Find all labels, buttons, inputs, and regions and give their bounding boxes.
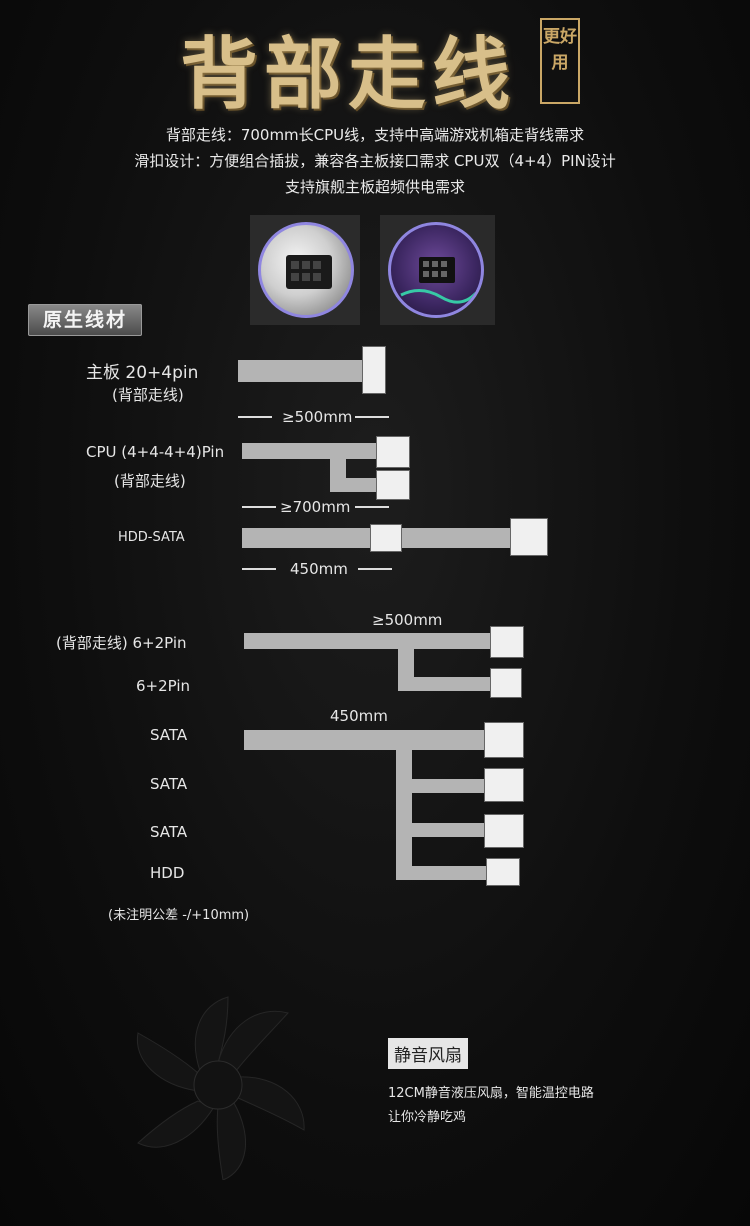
desc-line-3: 支持旗舰主板超频供电需求 bbox=[284, 178, 465, 196]
pcie-cable-bar bbox=[244, 633, 490, 649]
sata-connector-3 bbox=[484, 814, 524, 848]
desc-line-2: 滑扣设计：方便组合插拔，兼容各主板接口需求 CPU双（4+4）PIN设计 bbox=[134, 152, 616, 170]
hdd-sata-bar-1 bbox=[242, 528, 370, 548]
pcie-length: ≥500mm bbox=[372, 611, 443, 629]
pcie-branch-2 bbox=[398, 677, 490, 691]
cpu-arrow-right bbox=[355, 506, 389, 508]
hdd-sata-length: 450mm bbox=[290, 560, 348, 578]
sata-length: 450mm bbox=[330, 707, 388, 725]
pcie2-cable-label: 6+2Pin bbox=[136, 677, 191, 695]
cpu-cable-branch-2 bbox=[330, 478, 376, 492]
sata-label-1: SATA bbox=[150, 726, 188, 744]
hdd-label: HDD bbox=[150, 864, 185, 882]
cpu-connector-1 bbox=[376, 436, 410, 468]
sata-label-2: SATA bbox=[150, 775, 188, 793]
mb-arrow-left bbox=[238, 416, 272, 418]
sata-bar-2 bbox=[396, 779, 484, 793]
section-badge-native-cables: 原生线材 bbox=[28, 304, 142, 336]
pcie-connector-2 bbox=[490, 668, 522, 698]
fan-desc-line-1: 12CM静音液压风扇，智能温控电路 bbox=[388, 1086, 594, 1101]
hdd-sata-end-connector bbox=[510, 518, 548, 556]
sata-connector-2 bbox=[484, 768, 524, 802]
desc-line-1: 背部走线：700mm长CPU线，支持中高端游戏机箱走背线需求 bbox=[165, 126, 585, 144]
fan-title: 静音风扇 bbox=[388, 1038, 468, 1069]
mb-cable-sub: (背部走线) bbox=[112, 386, 184, 404]
cpu-connector-2 bbox=[376, 470, 410, 500]
mb-arrow-right bbox=[355, 416, 389, 418]
cpu-cable-label: CPU (4+4-4+4)Pin bbox=[86, 443, 225, 461]
hdd-sata-label: HDD-SATA bbox=[118, 530, 185, 545]
sata-label-3: SATA bbox=[150, 823, 188, 841]
cpu-length: ≥700mm bbox=[280, 498, 351, 516]
cpu-cable-bar bbox=[242, 443, 376, 459]
pcie-connector-1 bbox=[490, 626, 524, 658]
cpu-arrow-left bbox=[242, 506, 276, 508]
sata-connector-1 bbox=[484, 722, 524, 758]
connector-photo-left bbox=[258, 222, 354, 318]
pcie-cable-label: (背部走线) 6+2Pin bbox=[56, 634, 187, 652]
mb-cable-label: 主板 20+4pin bbox=[86, 363, 199, 383]
hdd-connector bbox=[486, 858, 520, 886]
tolerance-note: (未注明公差 -/+10mm) bbox=[108, 908, 250, 923]
mb-length: ≥500mm bbox=[282, 408, 353, 426]
stamp-badge: 更好用 bbox=[540, 18, 580, 104]
sata-trunk bbox=[396, 750, 412, 880]
fan-icon bbox=[136, 996, 305, 1180]
mb-connector bbox=[362, 346, 386, 394]
page-title: 背部走线 bbox=[180, 29, 517, 120]
sata-bar-3 bbox=[396, 823, 484, 837]
mb-cable-bar bbox=[238, 360, 362, 382]
connector-photo-right bbox=[388, 222, 484, 318]
fan-desc-line-2: 让你冷静吃鸡 bbox=[388, 1110, 467, 1125]
sata-bar-1 bbox=[244, 730, 484, 750]
hdd-sata-mid-connector bbox=[370, 524, 402, 552]
hdd-sata-arrow-left bbox=[242, 568, 276, 570]
hdd-sata-bar-2 bbox=[402, 528, 510, 548]
hdd-bar bbox=[396, 866, 486, 880]
hdd-sata-arrow-right bbox=[358, 568, 392, 570]
cpu-cable-sub: (背部走线) bbox=[114, 472, 186, 490]
